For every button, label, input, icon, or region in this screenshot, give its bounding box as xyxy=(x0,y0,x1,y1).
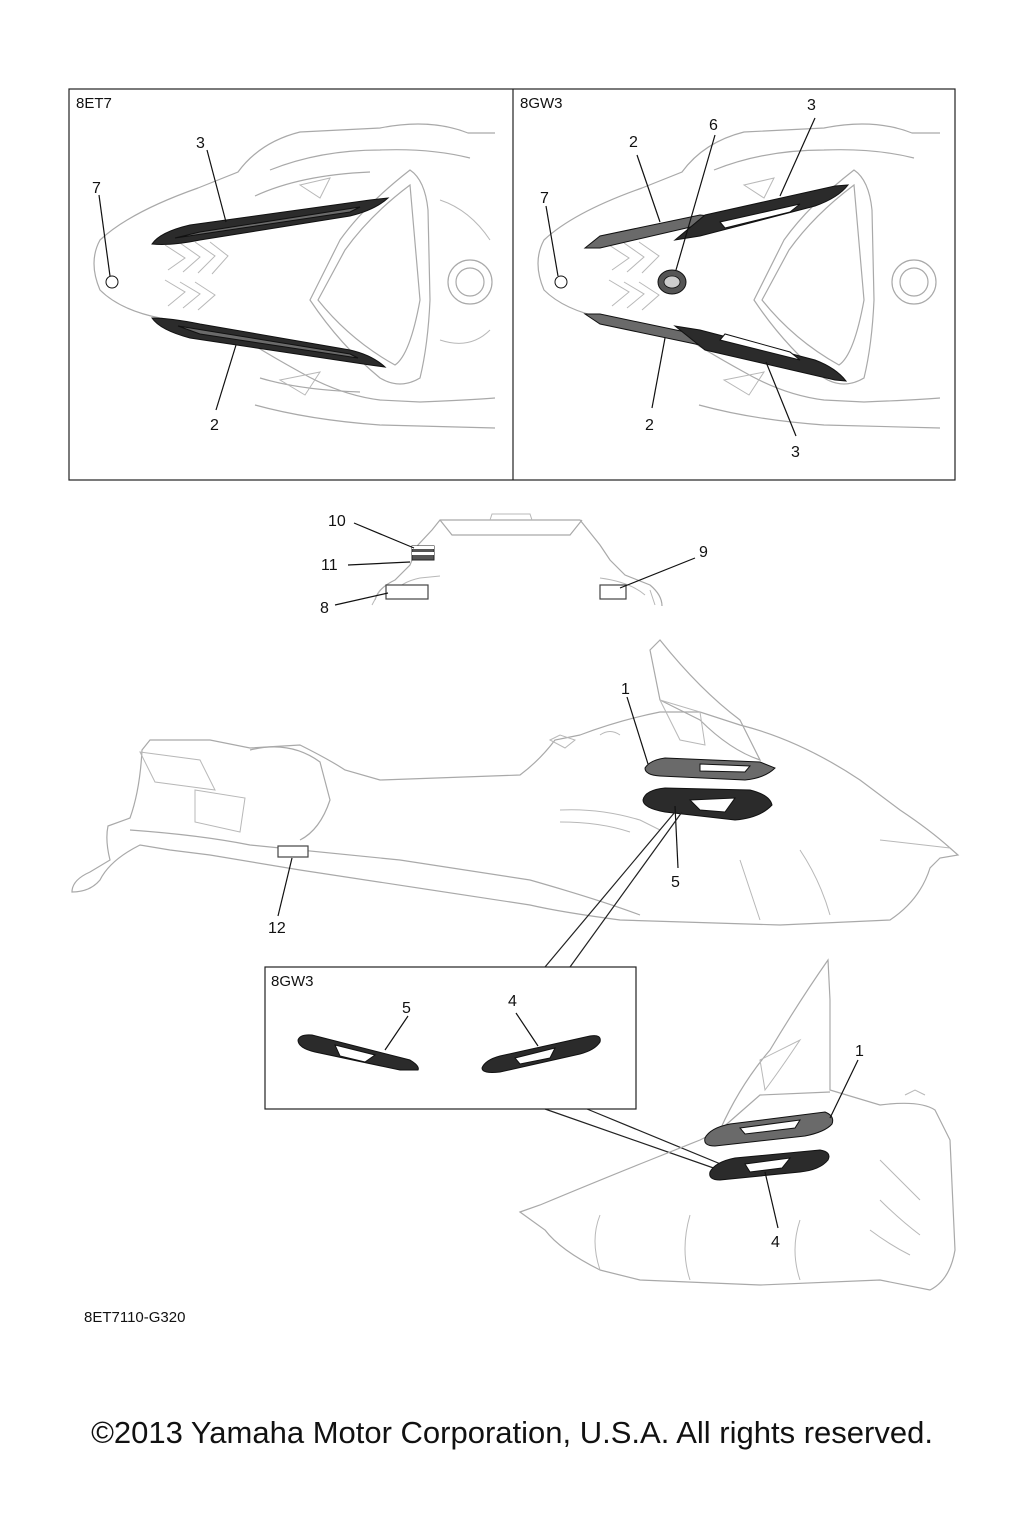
hood-outline-8et7 xyxy=(93,123,496,429)
rear-decal-8 xyxy=(385,584,429,600)
callout-3-top: 3 xyxy=(807,97,816,114)
decal-3-upper-inner xyxy=(719,203,801,229)
panel-8gw3-title: 8GW3 xyxy=(520,95,563,112)
panel-8et7-title: 8ET7 xyxy=(76,95,112,112)
callout-4-inset: 4 xyxy=(508,993,517,1010)
inset-8gw3: 8GW3 5 4 xyxy=(264,811,683,1110)
callout-5-inset: 5 xyxy=(402,1000,411,1017)
inset-title: 8GW3 xyxy=(271,973,314,990)
rear-decal-9 xyxy=(599,584,627,600)
callout-6: 6 xyxy=(709,117,718,134)
front-decal-4-inner xyxy=(744,1157,792,1173)
side-decal-1-inner xyxy=(699,763,752,773)
copyright-notice: ©2013 Yamaha Motor Corporation, U.S.A. A… xyxy=(91,1415,933,1450)
callout-2-top: 2 xyxy=(629,134,638,151)
decal-3-lower-inner xyxy=(719,333,801,361)
panel-8gw3: 8GW3 3 6 2 7 2 xyxy=(520,95,941,461)
decal-3-left-inner xyxy=(174,206,361,239)
inset-decal-4-inner xyxy=(514,1047,556,1065)
callout-4-front: 4 xyxy=(771,1234,780,1251)
callout-9: 9 xyxy=(699,544,708,561)
callout-3: 3 xyxy=(196,135,205,152)
hood-outline-8gw3 xyxy=(537,123,941,429)
side-decal-12 xyxy=(277,845,309,858)
side-view: 1 5 12 xyxy=(71,639,960,937)
callout-5-side: 5 xyxy=(671,874,680,891)
callout-3-bottom: 3 xyxy=(791,444,800,461)
decal-2-left-inner xyxy=(177,325,359,359)
top-panels-frame xyxy=(68,88,956,481)
callout-7: 7 xyxy=(92,180,101,197)
callout-12: 12 xyxy=(268,920,286,937)
callout-1-front: 1 xyxy=(855,1043,864,1060)
callout-1-side: 1 xyxy=(621,681,630,698)
front-decal-1-inner xyxy=(739,1119,801,1135)
callout-2-bottom: 2 xyxy=(645,417,654,434)
decal-7-right xyxy=(554,275,568,289)
side-decal-5-inner xyxy=(688,797,737,813)
callout-7-right: 7 xyxy=(540,190,549,207)
callout-8: 8 xyxy=(320,600,329,617)
callout-11: 11 xyxy=(321,557,338,574)
decal-7-left xyxy=(105,275,119,289)
decal-3-lower xyxy=(673,325,848,382)
inset-decal-5-inner xyxy=(334,1044,377,1063)
callout-2: 2 xyxy=(210,417,219,434)
front-view: 1 4 xyxy=(518,958,956,1291)
rear-view: 10 11 9 8 xyxy=(320,513,708,617)
decal-6-emblem-center xyxy=(663,275,681,289)
panel-8et7: 8ET7 3 7 2 xyxy=(76,95,496,434)
callout-10: 10 xyxy=(328,513,346,530)
part-number: 8ET7110-G320 xyxy=(84,1309,186,1326)
